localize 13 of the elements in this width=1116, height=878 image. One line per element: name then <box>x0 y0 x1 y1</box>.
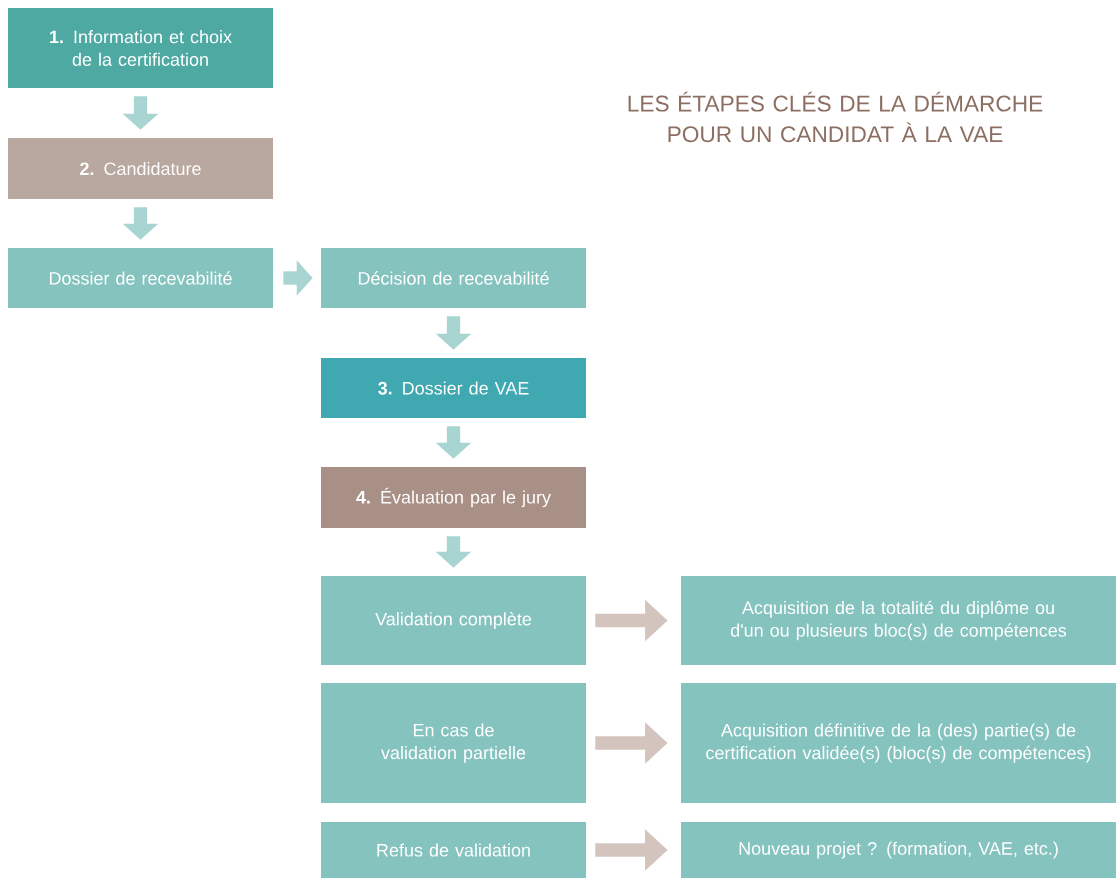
process-box: Acquisition définitive de la (des) partie(s) de certification validée(s) (bloc(s) de compétences) <box>681 683 1116 803</box>
process-box: Validation complète <box>321 576 586 665</box>
process-box: Refus de validation <box>321 822 586 878</box>
process-box: Dossier de recevabilité <box>8 248 273 308</box>
process-box: Nouveau projet ? (formation, VAE, etc.) <box>681 822 1116 878</box>
process-box: En cas de validation partielle <box>321 683 586 803</box>
process-box: Acquisition de la totalité du diplôme ou d'un ou plusieurs bloc(s) de compétences <box>681 576 1116 665</box>
process-box: 2. Candidature <box>8 138 273 199</box>
process-box: 3. Dossier de VAE <box>321 358 586 418</box>
process-box: 1. Information et choix de la certification <box>8 8 273 88</box>
process-box: 4. Évaluation par le jury <box>321 467 586 528</box>
process-box: Décision de recevabilité <box>321 248 586 308</box>
title: LES ÉTAPES CLÉS DE LA DÉMARCHE POUR UN CANDIDAT À LA VAE <box>628 91 1043 143</box>
